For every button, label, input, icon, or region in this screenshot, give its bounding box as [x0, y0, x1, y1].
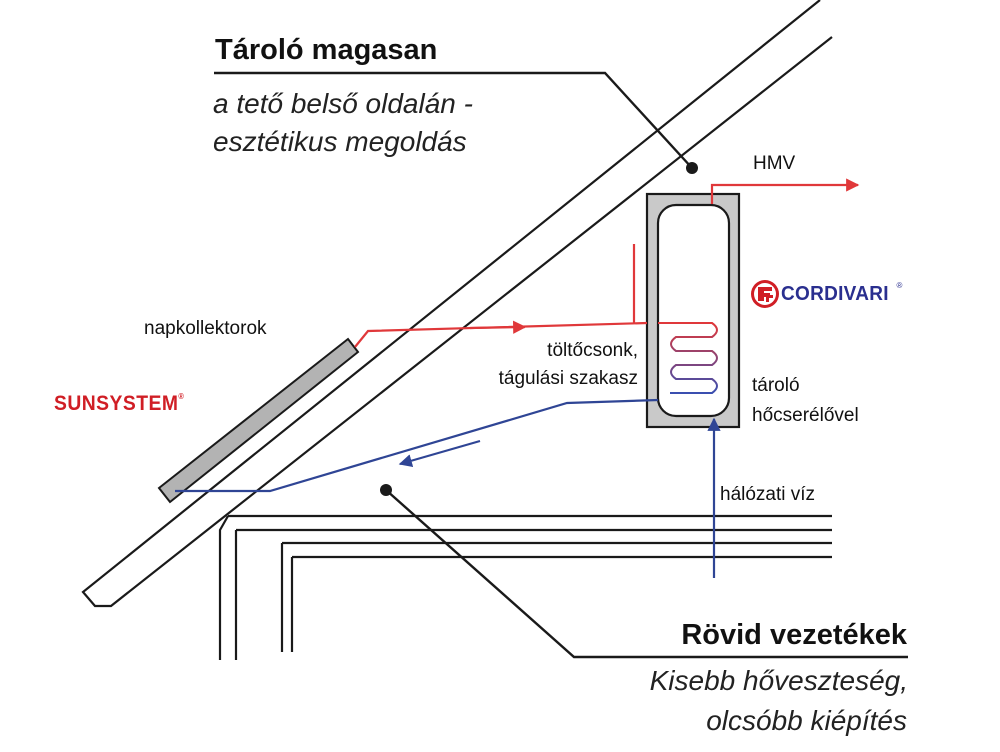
bottom-callout-title: Rövid vezetékek — [681, 619, 907, 651]
solar-collector — [157, 337, 360, 504]
cordivari-registered-mark: ® — [896, 281, 903, 290]
tank-inner-vessel — [656, 203, 731, 418]
collectors-label: napkollektorok — [144, 318, 267, 339]
network-water-label: hálózati víz — [720, 484, 816, 505]
top-callout-dot — [686, 162, 698, 174]
sunsystem-logo: SUNSYSTEM® — [54, 392, 184, 416]
roof-outer-line — [81, 0, 833, 608]
hmv-label: HMV — [753, 153, 796, 174]
bottom-callout-subtitle-line2: olcsóbb kiépítés — [706, 705, 907, 736]
tank-label-line2: hőcserélővel — [752, 405, 859, 426]
top-callout-subtitle-line2: esztétikus megoldás — [213, 126, 467, 157]
cordivari-logo: CORDIVARI ® — [750, 278, 902, 310]
cordivari-logo-text: CORDIVARI — [781, 282, 889, 305]
cold-flow-line — [175, 398, 659, 493]
hot-pipe-to-tank — [354, 321, 648, 348]
bottom-callout-subtitle-line1: Kisebb hőveszteség, — [649, 665, 908, 696]
bottom-callout-dot — [380, 484, 392, 496]
cold-flow-arrow — [398, 439, 481, 468]
top-callout-title: Tároló magasan — [215, 34, 438, 66]
tank-label-line1: tároló — [752, 375, 800, 396]
storage-tank — [645, 192, 741, 429]
top-callout-subtitle-line1: a tető belső oldalán - — [213, 88, 473, 119]
roof-structure — [81, 0, 833, 660]
hot-flow-line — [354, 244, 648, 348]
filler-label-line1: töltőcsonk, — [547, 340, 638, 361]
collector-panel — [157, 337, 360, 504]
hmv-outlet — [710, 178, 860, 204]
cordivari-emblem-icon — [751, 280, 779, 308]
sunsystem-logo-text: SUNSYSTEM — [54, 392, 179, 415]
cold-pipe-return — [175, 398, 659, 493]
filler-label-line2: tágulási szakasz — [498, 368, 638, 389]
bottom-callout-leader — [385, 489, 908, 659]
hot-flow-arrow — [469, 320, 527, 334]
callout-leaders — [214, 71, 908, 659]
sunsystem-registered-mark: ® — [178, 392, 185, 401]
wall-outer — [218, 515, 229, 660]
top-callout-leader — [214, 71, 693, 169]
hmv-pipe — [710, 178, 860, 204]
heat-exchanger-coil — [658, 322, 718, 394]
